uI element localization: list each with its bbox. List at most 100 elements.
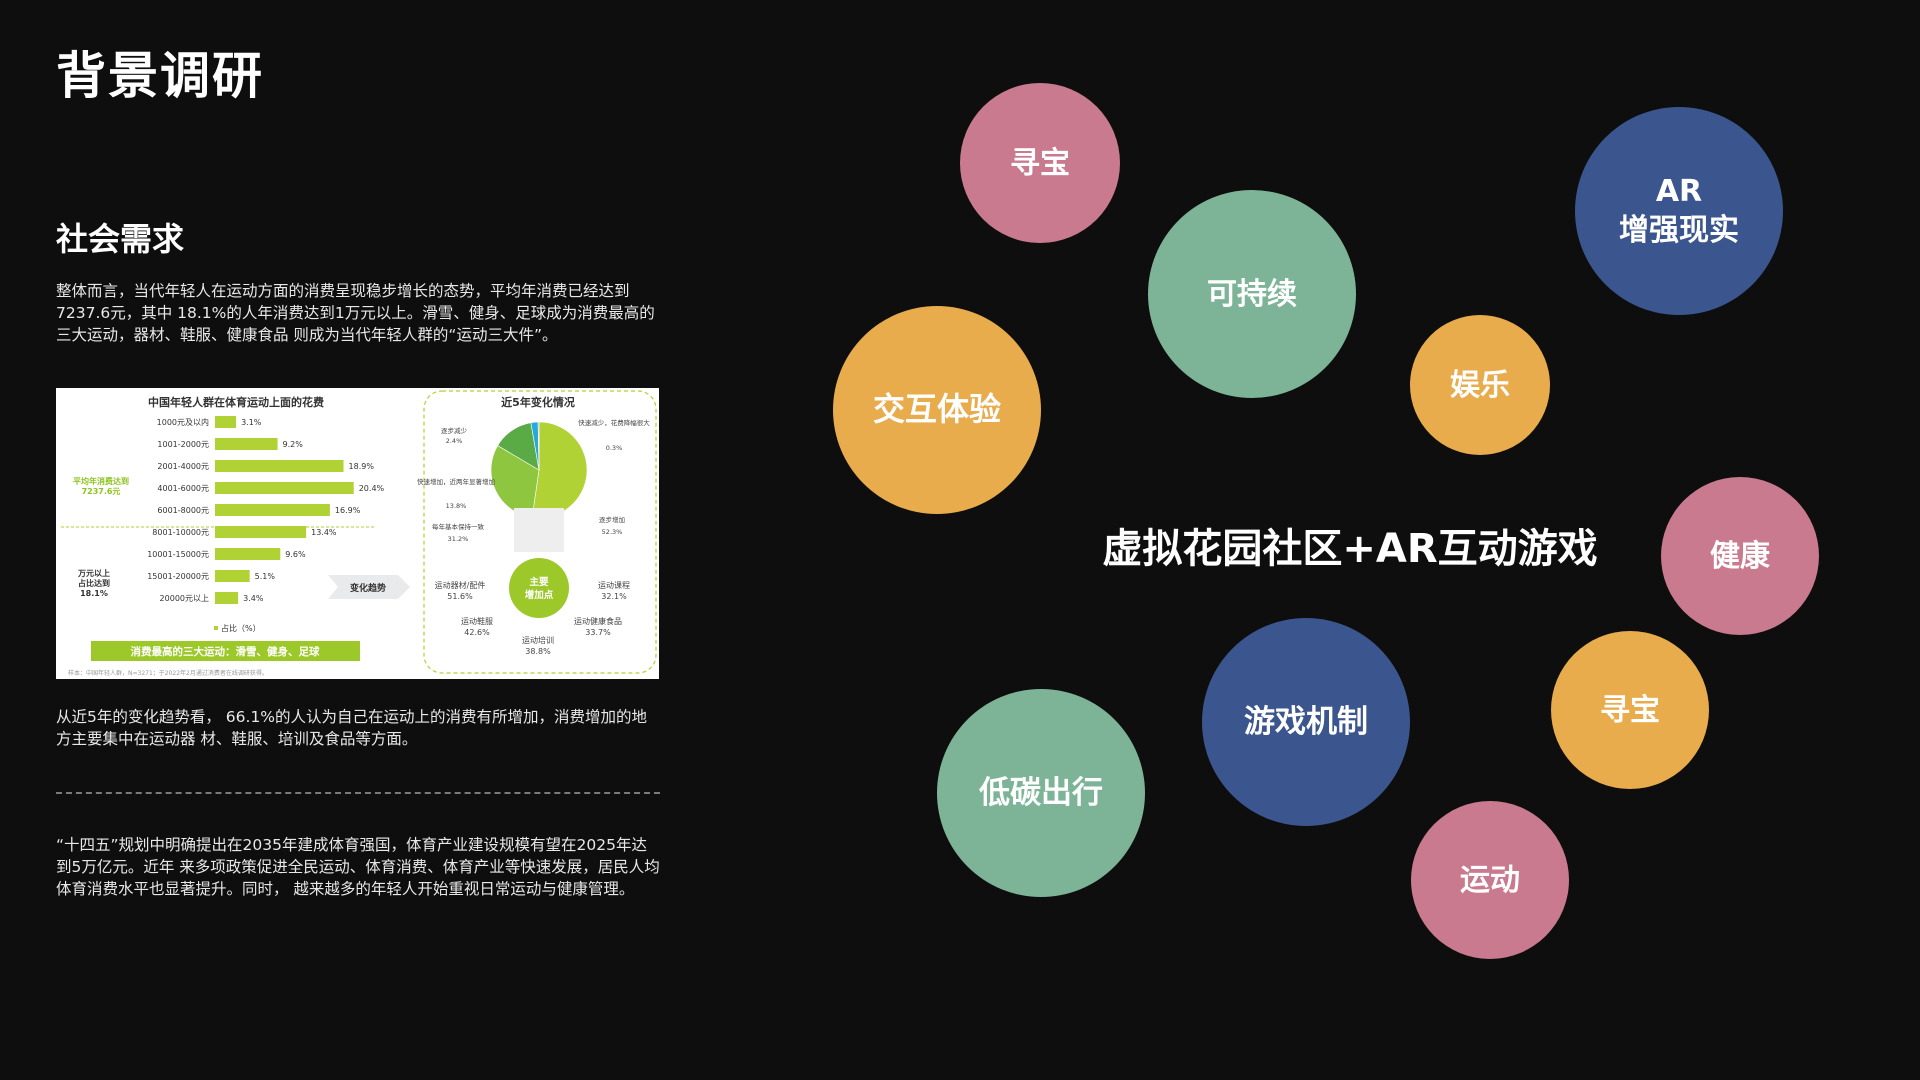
bar-category-label: 4001-6000元 (157, 484, 209, 493)
bubble-sustainable: 可持续 (1148, 190, 1356, 398)
bar (215, 504, 330, 516)
trend-paragraph: 从近5年的变化趋势看， 66.1%的人认为自己在运动上的消费有所增加，消费增加的… (56, 708, 648, 748)
bar-category-label: 2001-4000元 (157, 462, 209, 471)
point-food-value: 33.7% (585, 628, 611, 637)
bubble-label: 可持续 (1207, 276, 1297, 312)
point-training: 运动培训 (522, 635, 554, 645)
bar (215, 526, 307, 538)
bar (215, 482, 354, 494)
bar-category-label: 1000元及以内 (157, 417, 209, 427)
over-10k-value: 18.1% (80, 589, 108, 598)
bubble-label: 娱乐 (1450, 367, 1510, 403)
point-course: 运动课程 (598, 580, 630, 590)
bar-category-label: 10001-15000元 (147, 550, 209, 559)
bar (215, 570, 250, 582)
top-sports-banner (91, 641, 360, 661)
top-sports-banner-text: 消费最高的三大运动：滑雪、健身、足球 (131, 645, 320, 658)
pie-connector (514, 508, 564, 552)
pie-slice (537, 421, 540, 471)
bar-value-label: 3.1% (241, 418, 262, 427)
bubble-label: 健康 (1710, 538, 1770, 574)
bubble-ar: AR 增强现实 (1575, 107, 1783, 315)
bar-chart-title: 中国年轻人群在体育运动上面的花费 (148, 395, 324, 409)
bubble-label: 寻宝 (1600, 692, 1660, 728)
bar (215, 592, 239, 604)
bubble-label: 交互体验 (872, 390, 1001, 429)
bubble-treasure-hunt-2: 寻宝 (1551, 631, 1709, 789)
legend-swatch (214, 626, 218, 630)
over-10k-label-2: 占比达到 (78, 578, 110, 588)
trend-arrow-label: 变化趋势 (350, 582, 386, 594)
trend-title: 近5年变化情况 (501, 395, 575, 409)
page-title: 背景调研 (56, 47, 264, 105)
pie-value-fast-increase: 13.8% (446, 502, 467, 510)
bubble-entertainment: 娱乐 (1410, 315, 1550, 455)
pie-labels: 逐步减少 2.4% 快速减少，花费降幅很大 0.3% 快速增加，近两年显著增加 … (417, 418, 650, 543)
bar-value-label: 13.4% (311, 528, 337, 537)
pie-value-fast-decrease: 0.3% (606, 444, 623, 452)
increase-center-circle (509, 558, 569, 618)
point-training-value: 38.8% (525, 647, 551, 656)
point-course-value: 32.1% (601, 592, 627, 601)
trend-panel (423, 390, 657, 674)
bar-value-label: 16.9% (335, 506, 361, 515)
bubble-interaction: 交互体验 (833, 306, 1041, 514)
increase-points: 运动器材/配件 51.6% 运动课程 32.1% 运动鞋服 42.6% 运动健康… (435, 580, 630, 656)
bar-value-label: 18.9% (349, 462, 375, 471)
concept-title: 虚拟花园社区+AR互动游戏 (1102, 526, 1598, 572)
bubble-health: 健康 (1661, 477, 1819, 635)
bubble-game-mechanics: 游戏机制 (1202, 618, 1410, 826)
bar-category-label: 15001-20000元 (147, 572, 209, 581)
pie-label-stable: 每年基本保持一致 (432, 522, 485, 531)
pie-label-fast-decrease: 快速减少，花费降幅很大 (578, 418, 650, 427)
bar-value-label: 9.6% (285, 550, 306, 559)
avg-spend-label: 平均年消费达到 (73, 476, 129, 486)
pie-label-fast-increase: 快速增加，近两年显著增加 (417, 477, 495, 486)
bubble-label: 寻宝 (1010, 145, 1070, 181)
bar (215, 460, 344, 472)
bar-value-label: 5.1% (255, 572, 276, 581)
section-title: 社会需求 (56, 220, 185, 258)
pie-value-gradual-decrease: 2.4% (446, 437, 463, 445)
trend-pie (490, 421, 588, 519)
point-apparel-value: 42.6% (464, 628, 490, 637)
pie-value-gradual-increase: 52.3% (602, 528, 623, 536)
bar (215, 416, 237, 428)
policy-paragraph: “十四五”规划中明确提出在2035年建成体育强国，体育产业建设规模有望在2025… (56, 836, 660, 898)
bubble-label: 运动 (1460, 862, 1520, 898)
bubble-label: 游戏机制 (1244, 703, 1368, 740)
bar-category-label: 20000元以上 (160, 594, 209, 603)
bar-category-label: 6001-8000元 (157, 506, 209, 515)
bar (215, 548, 281, 560)
bubble-label: 低碳出行 (979, 774, 1103, 811)
bubble-low-carbon: 低碳出行 (937, 689, 1145, 897)
bar (215, 438, 278, 450)
avg-spend-value: 7237.6元 (82, 487, 121, 496)
point-food: 运动健康食品 (574, 616, 622, 626)
point-equipment-value: 51.6% (447, 592, 473, 601)
pie-value-stable: 31.2% (448, 535, 469, 543)
increase-center-label-2: 增加点 (525, 589, 554, 601)
increase-center-label: 主要 (529, 576, 549, 588)
pie-label-gradual-increase: 逐步增加 (599, 515, 625, 524)
bar-value-label: 20.4% (359, 484, 385, 493)
dashed-divider (56, 792, 660, 794)
bubble-label: AR 增强现实 (1619, 174, 1739, 248)
spending-infographic: 中国年轻人群在体育运动上面的花费 1000元及以内 3.1% 1001-2000元 9… (56, 388, 659, 679)
bubble-exercise: 运动 (1411, 801, 1569, 959)
point-apparel: 运动鞋服 (461, 616, 493, 626)
pie-label-gradual-decrease: 逐步减少 (441, 426, 468, 435)
source-note: 样本：中国年轻人群，N=3271；于2022年2月通过消费者在线调研获得。 (68, 669, 268, 677)
bubble-treasure-hunt: 寻宝 (960, 83, 1120, 243)
trend-arrow (328, 575, 410, 599)
point-equipment: 运动器材/配件 (435, 580, 486, 590)
over-10k-label: 万元以上 (77, 568, 110, 578)
intro-paragraph: 整体而言，当代年轻人在运动方面的消费呈现稳步增长的态势，平均年消费已经达到723… (56, 282, 655, 344)
bar-value-label: 9.2% (283, 440, 304, 449)
bar-category-label: 8001-10000元 (152, 528, 209, 537)
pie-slice (531, 421, 588, 519)
bar-legend: 占比（%） (221, 623, 261, 633)
bar-chart: 1000元及以内 3.1% 1001-2000元 9.2% 2001-4000元 18.9… (147, 416, 385, 604)
bar-category-label: 1001-2000元 (157, 440, 209, 449)
bar-value-label: 3.4% (243, 594, 264, 603)
